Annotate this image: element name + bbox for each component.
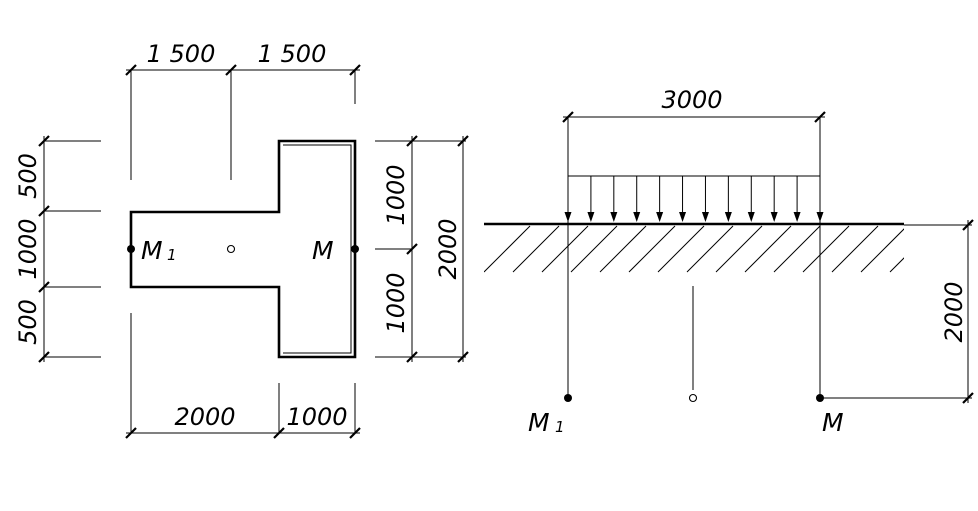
dim-right-lower: 1000 — [382, 272, 410, 333]
dim-tick — [38, 205, 50, 217]
label-m1: M — [528, 408, 550, 437]
dim-tick — [962, 219, 974, 231]
dim-top-left: 1 500 — [147, 40, 216, 68]
dim-tick — [125, 64, 137, 76]
dim-load-width: 3000 — [661, 86, 722, 114]
label-m1: M — [141, 236, 163, 265]
hatch-line — [484, 225, 531, 273]
dim-tick — [457, 135, 469, 147]
dim-right-upper: 1000 — [382, 164, 410, 225]
label-m: M — [822, 408, 844, 437]
load-arrow-head — [816, 212, 824, 222]
hatch-line — [948, 226, 978, 272]
plan-view: 1 500 1 500 500 1000 500 1000 1000 2000 — [14, 40, 469, 439]
load-arrow-head — [587, 212, 595, 222]
dim-bottom-left: 2000 — [174, 403, 235, 431]
hatch-line — [860, 228, 904, 273]
dim-left-middle: 1000 — [14, 218, 42, 279]
dim-tick — [406, 135, 418, 147]
hatch-line — [773, 225, 821, 273]
dim-left-top: 500 — [14, 153, 42, 199]
load-arrow-head — [770, 212, 778, 222]
dim-tick — [38, 351, 50, 363]
label-m: M — [312, 236, 334, 265]
hatch-line — [628, 225, 676, 273]
center-point — [688, 393, 698, 403]
dim-tick — [406, 243, 418, 255]
hatch-line — [831, 225, 879, 273]
point-m — [351, 245, 359, 253]
hatch-line — [657, 225, 705, 273]
dim-tick — [457, 351, 469, 363]
load-arrow-head — [633, 212, 641, 222]
dim-tick — [814, 111, 826, 123]
ground-hatching — [484, 225, 978, 273]
load-arrow-head — [564, 212, 572, 222]
hatch-line — [599, 225, 647, 273]
point-m1 — [564, 394, 572, 402]
dim-tick — [125, 427, 137, 439]
hatch-line — [744, 225, 792, 273]
foundation-outline — [129, 139, 357, 359]
dim-right-total: 2000 — [434, 218, 462, 279]
dim-tick — [225, 64, 237, 76]
load-arrow-head — [610, 212, 618, 222]
label-m1-subscript: 1 — [555, 418, 565, 436]
dim-tick — [38, 135, 50, 147]
hatch-line — [715, 225, 763, 273]
load-arrow-head — [656, 212, 664, 222]
dim-tick — [406, 351, 418, 363]
point-m1 — [127, 245, 135, 253]
dim-tick — [962, 392, 974, 404]
hatch-line — [889, 257, 904, 273]
dim-top-right: 1 500 — [258, 40, 327, 68]
dim-tick — [349, 64, 361, 76]
point-m — [816, 394, 824, 402]
dim-left-bottom: 500 — [14, 299, 42, 345]
hatch-line — [802, 225, 850, 273]
load-arrow-head — [724, 212, 732, 222]
hatch-line — [686, 225, 734, 273]
load-arrow-head — [793, 212, 801, 222]
section-view: 3000 2000 M 1 M — [484, 86, 978, 437]
dim-tick — [562, 111, 574, 123]
center-point — [226, 244, 236, 254]
hatch-line — [919, 226, 965, 272]
dim-tick — [273, 427, 285, 439]
load-arrows — [564, 176, 824, 222]
dim-tick — [349, 427, 361, 439]
label-m1-subscript: 1 — [167, 246, 177, 264]
hatch-line — [570, 225, 618, 273]
load-arrow-head — [747, 212, 755, 222]
load-arrow-head — [701, 212, 709, 222]
hatch-line — [541, 225, 589, 273]
hatch-line — [512, 225, 560, 273]
dim-depth: 2000 — [940, 281, 968, 342]
load-arrow-head — [679, 212, 687, 222]
dim-tick — [38, 281, 50, 293]
dim-bottom-right: 1000 — [286, 403, 347, 431]
